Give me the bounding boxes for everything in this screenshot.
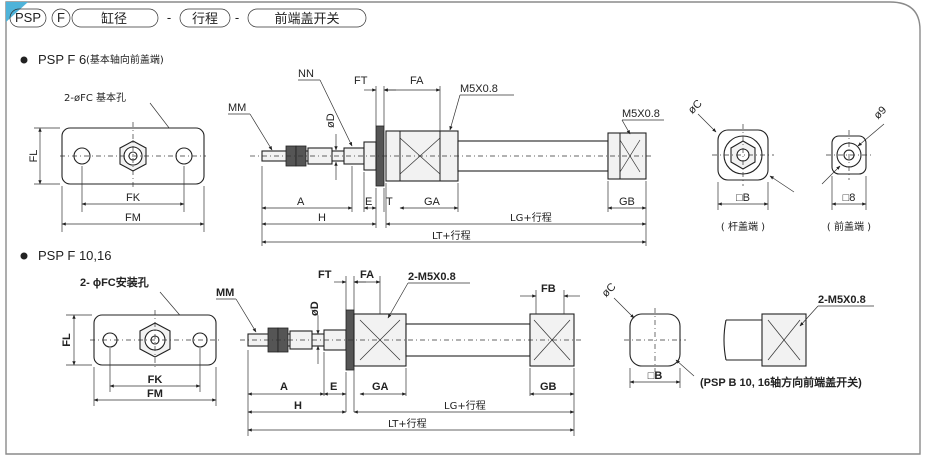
s2-dim-fk: FK	[148, 374, 163, 386]
code-box-series	[9, 8, 47, 28]
s2-dim-lt: LT+行程	[388, 417, 427, 430]
code-bore: 缸径	[101, 11, 127, 27]
section2-title: PSP F 10,16	[38, 248, 111, 263]
s2-dim-lg: LG+行程	[444, 399, 486, 412]
s2-label-phic: øC	[600, 281, 619, 300]
label-port-rear: M5X0.8	[622, 108, 660, 120]
code-switch: 前端盖开关	[274, 11, 339, 27]
label-nn: NN	[298, 68, 314, 80]
s2-dim-ga: GA	[372, 381, 389, 393]
model-code-header: PSP F 缸径 - 行程 - 前端盖开关	[9, 8, 367, 28]
code-box-mount	[51, 8, 71, 28]
s1-cylinder-side: MM NN øD FT FA M5X0.8 M5X0.8 A E T	[228, 68, 664, 246]
s1-flange-view: 2-øFC 基本孔 FL FK FM	[28, 91, 206, 232]
dim-e: E	[365, 196, 372, 208]
dim-fk: FK	[126, 192, 141, 204]
label-port-front: M5X0.8	[460, 83, 498, 95]
s2-label-port: 2-M5X0.8	[408, 271, 456, 283]
s1-rod-end-view: øC □B ( 杆盖端 )	[686, 98, 795, 233]
dim-a: A	[297, 196, 305, 208]
label-phic-1: øC	[686, 98, 705, 117]
sheet-frame	[5, 1, 921, 455]
dim-h: H	[318, 212, 326, 224]
s2-dim-fm: FM	[147, 388, 163, 400]
dim-sq-b: □B	[736, 192, 750, 204]
dim-ga: GA	[424, 196, 441, 208]
corner-tab	[6, 2, 28, 22]
code-mount: F	[57, 10, 65, 25]
s2-dim-h: H	[294, 400, 302, 412]
s2-hole-label: 2- ϕFC安装孔	[80, 275, 149, 289]
s2-label-fa: FA	[360, 269, 374, 281]
s2-flange-view: 2- ϕFC安装孔 FL FK FM	[61, 275, 220, 406]
code-box-stroke	[179, 8, 231, 28]
dim-fl: FL	[28, 150, 40, 163]
bullet-2	[20, 252, 28, 260]
code-box-bore	[71, 8, 159, 28]
code-series: PSP	[15, 10, 41, 25]
s2-dim-e: E	[330, 381, 337, 393]
section1-title: PSP F 6	[38, 52, 86, 67]
dim-gb: GB	[619, 196, 635, 208]
dim-sq-8: □8	[843, 192, 856, 204]
s2-dim-a: A	[280, 381, 288, 393]
s1-hole-label: 2-øFC 基本孔	[64, 91, 126, 104]
s1-front-end-view: ø9 □8 ( 前盖端 )	[821, 104, 890, 233]
dim-lt: LT+行程	[432, 229, 471, 242]
code-sep-1: -	[167, 10, 171, 25]
s2-port-detail: 2-M5X0.8	[723, 294, 874, 367]
code-stroke: 行程	[192, 12, 218, 27]
s2-dim-gb: GB	[540, 381, 557, 393]
s2-end-view: øC □B (PSP B 10, 16轴方向前端盖开关)	[600, 281, 862, 389]
s2-label-ft: FT	[318, 269, 332, 281]
dim-fm: FM	[125, 212, 141, 224]
label-ft: FT	[354, 75, 368, 87]
s2-dim-fl: FL	[61, 333, 73, 347]
code-sep-2: -	[235, 10, 239, 25]
s2-dim-sq-b: □B	[648, 370, 663, 382]
section1-subtitle: (基本轴向前盖端)	[86, 53, 164, 66]
label-phi9: ø9	[872, 104, 890, 122]
s2-label-port-detail: 2-M5X0.8	[818, 294, 866, 306]
s2-cylinder-side: MM øD FT FA 2-M5X0.8 FB A E GA GB	[216, 269, 582, 436]
label-front-end: ( 前盖端 )	[827, 220, 871, 233]
label-rod-end: ( 杆盖端 )	[721, 220, 765, 233]
code-box-switch	[247, 8, 367, 28]
s2-label-phid: øD	[309, 301, 321, 316]
s2-label-fb: FB	[541, 283, 556, 295]
dim-lg: LG+行程	[510, 211, 552, 224]
bullet-1	[20, 56, 28, 64]
s2-label-mm: MM	[216, 287, 234, 299]
label-fa: FA	[410, 75, 424, 87]
s2-note: (PSP B 10, 16轴方向前端盖开关)	[700, 375, 862, 389]
label-phid: øD	[325, 113, 337, 128]
label-mm: MM	[228, 102, 246, 114]
dim-t: T	[386, 196, 393, 208]
